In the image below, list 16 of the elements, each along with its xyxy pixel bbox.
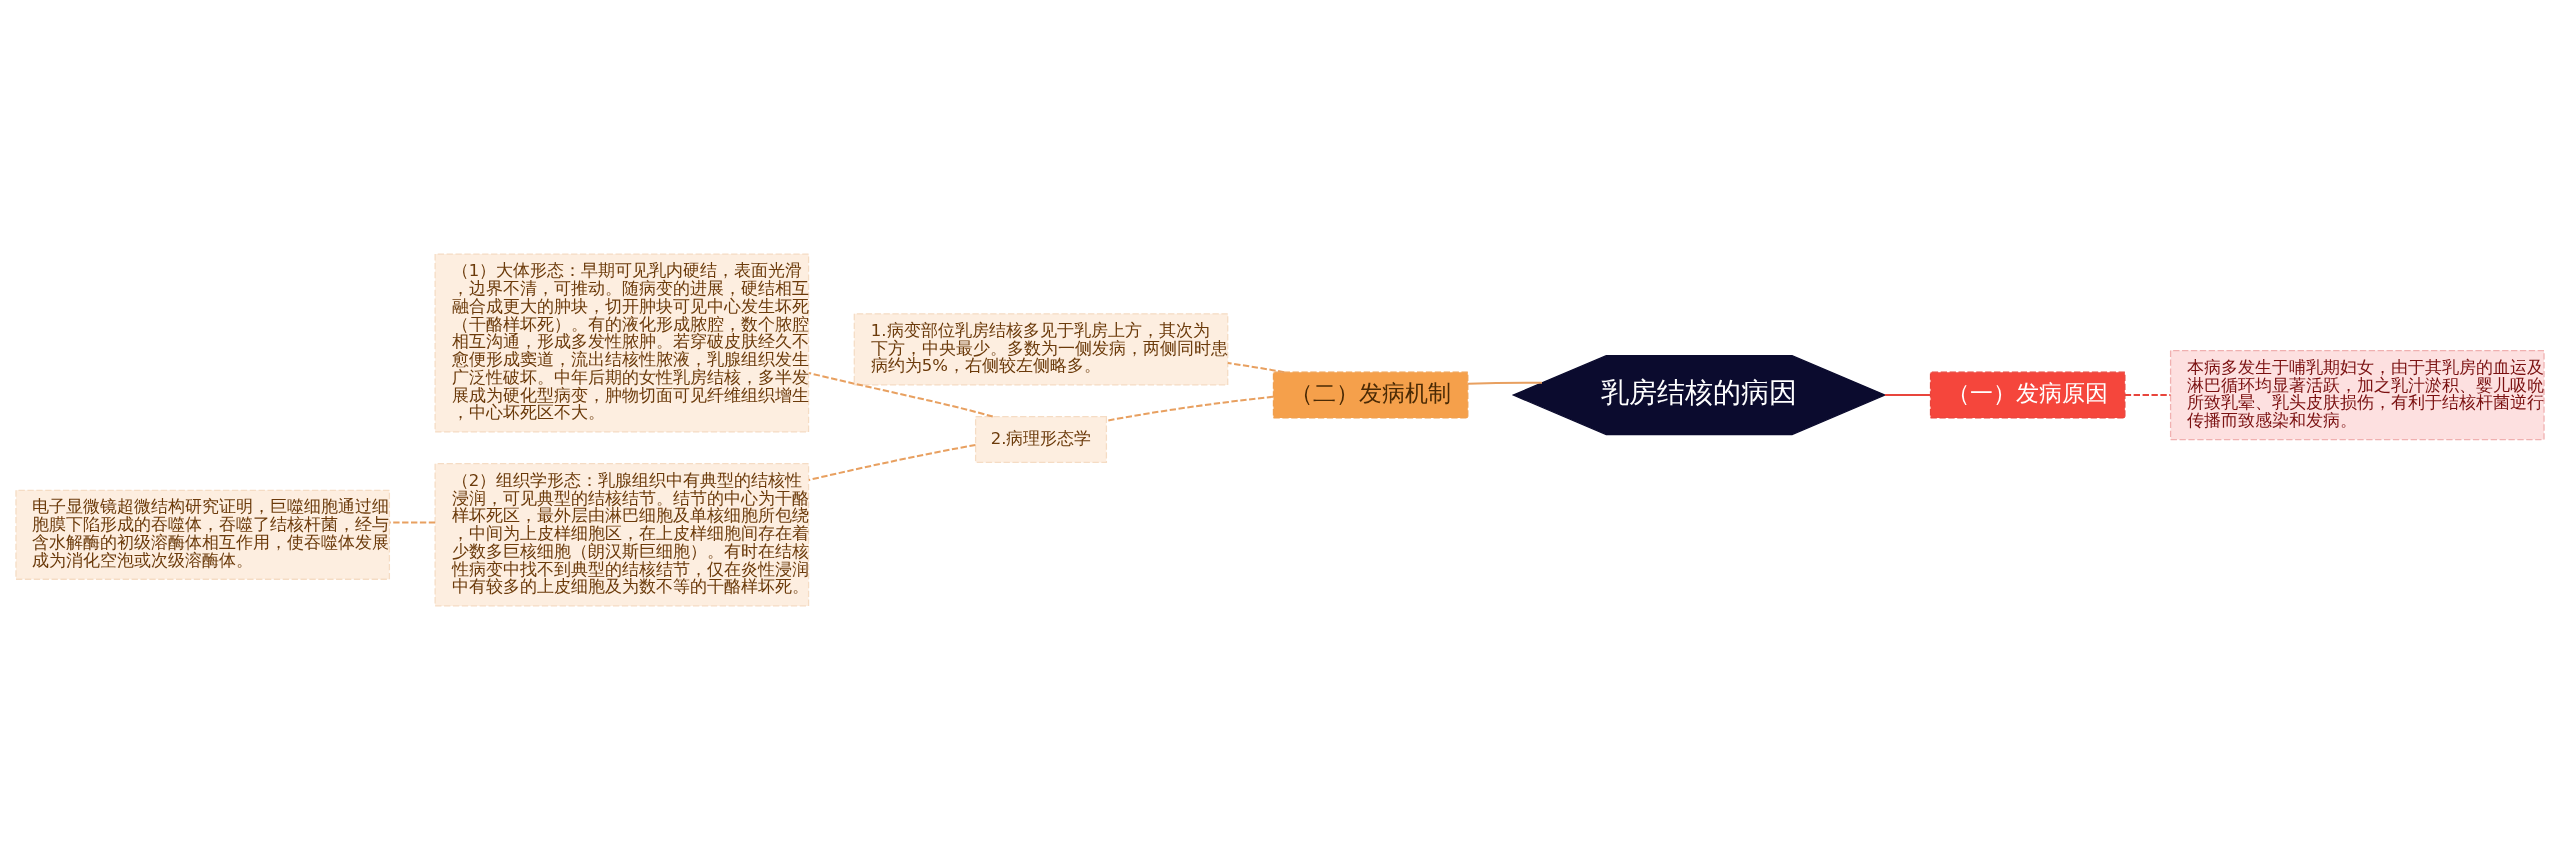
connector (1884, 393, 1931, 396)
node-box: 电子显微镜超微结构研究证明，巨噬细胞通过细胞膜下陷形成的吞噬体，吞噬了结核杆菌，经与含水解酶的初级溶酶体相互作用，使吞噬体发展成为消化空泡或次级溶酶体。 (15, 489, 391, 580)
node-box: （二）发病机制 (1272, 371, 1469, 419)
node-box: 2.病理形态学 (974, 415, 1108, 463)
node-box: 本病多发生于哺乳期妇女，由于其乳房的血运及淋巴循环均显著活跃，加之乳汁淤积、婴儿吸吮所致乳晕、乳头皮肤损伤，有利于结核杆菌逆行传播而致感染和发病。 (2169, 349, 2545, 440)
connector (1227, 361, 1285, 373)
node-box: （1）大体形态：早期可见乳内硬结，表面光滑，边界不清，可推动。随病变的进展，硬结相互融合成更大的肿块，切开肿块可见中心发生坏死（干酪样坏死）。有的液化形成脓腔，数个脓腔相互沟通，形成多发性脓肿。若穿破皮肤经久不愈便形成窦道，流出结核性脓液，乳腺组织发生广泛性破坏。中年后期的女性乳房结核，多半发展成为硬化型病变，肿物切面可见纤维组织增生，中心坏死区不大。 (434, 252, 810, 433)
node-box: （一）发病原因 (1929, 371, 2126, 419)
connector (1467, 381, 1542, 385)
connector (2124, 393, 2171, 396)
connector (1106, 395, 1274, 422)
connector (808, 371, 994, 418)
node-box: 1.病变部位乳房结核多见于乳房上方，其次为下方，中央最少。多数为一侧发病，两侧同时患病约为5%，右侧较左侧略多。 (853, 312, 1229, 386)
node-box: （2）组织学形态：乳腺组织中有典型的结核性浸润，可见典型的结核结节。结节的中心为干酪样坏死区，最外层由淋巴细胞及单核细胞所包绕，中间为上皮样细胞区，在上皮样细胞间存在着少数多巨核细胞（朗汉斯巨细胞）。有时在结核性病变中找不到典型的结核结节，仅在炎性浸润中有较多的上皮细胞及为数不等的干酪样坏死。 (434, 462, 810, 607)
connector (808, 443, 976, 481)
connector (389, 520, 436, 523)
